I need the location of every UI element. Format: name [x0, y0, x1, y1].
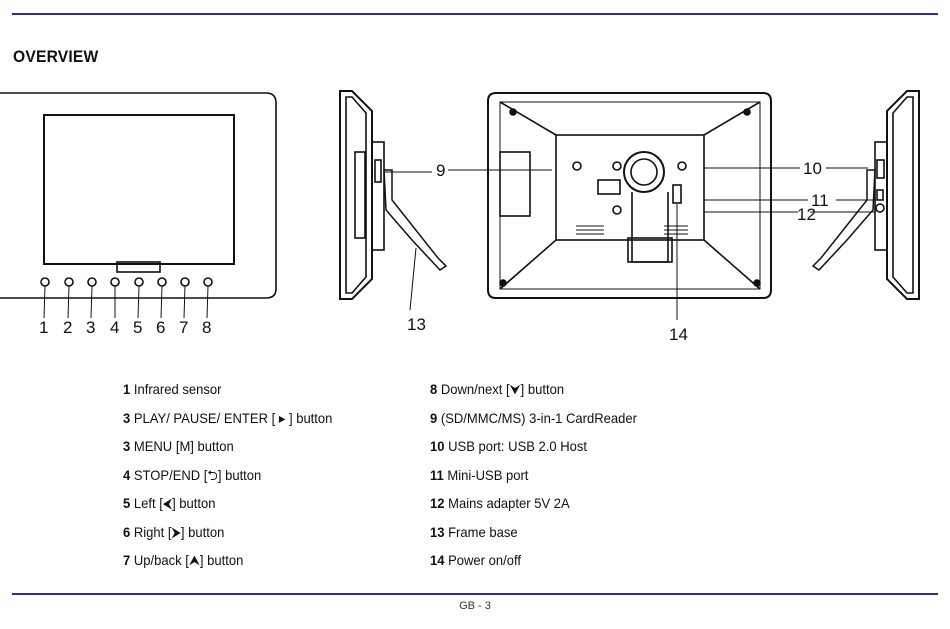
adapter-jack [875, 203, 885, 213]
page-number: GB - 3 [459, 600, 491, 612]
front-label-7: 7 [179, 318, 188, 337]
bottom-rule [12, 593, 938, 595]
front-label-6: 6 [156, 318, 165, 337]
front-label-8: 8 [202, 318, 211, 337]
front-label-1: 1 [39, 318, 48, 337]
front-label-3: 3 [86, 318, 95, 337]
infrared-sensor [116, 261, 161, 273]
left-side-view [339, 90, 448, 311]
callout-13: 13 [407, 315, 426, 334]
legend-item: 5 Left [⮜] button [123, 495, 216, 511]
mini-usb-port [876, 189, 884, 201]
front-buttons [40, 277, 213, 319]
page-title: OVERVIEW [13, 47, 99, 66]
legend-item: 3 PLAY/ PAUSE/ ENTER [ ▸ ] button [123, 409, 333, 426]
legend-item: 10 USB port: USB 2.0 Host [430, 438, 588, 454]
back-view [448, 92, 808, 320]
top-rule [12, 13, 938, 15]
legend-item: 11 Mini-USB port [430, 466, 529, 483]
legend-item: 7 Up/back [⮝] button [123, 552, 244, 568]
front-label-5: 5 [133, 318, 142, 337]
stand [383, 169, 448, 271]
legend-right: 8 Down/next [⮟] button 9 (SD/MMC/MS) 3-i… [430, 375, 653, 575]
legend-item: 8 Down/next [⮟] button [430, 381, 565, 397]
legend-item: 14 Power on/off [430, 552, 521, 568]
callout-11: 11 [811, 191, 829, 210]
screen [43, 114, 235, 265]
power-switch [672, 184, 682, 204]
legend-item: 3 MENU [M] button [123, 438, 234, 454]
legend-left: 1 Infrared sensor 3 PLAY/ PAUSE/ ENTER [… [123, 375, 348, 575]
legend-item: 12 Mains adapter 5V 2A [430, 495, 570, 511]
card-slot [374, 159, 382, 183]
callout-9: 9 [436, 161, 445, 180]
front-view-frame [0, 92, 277, 319]
front-label-2: 2 [63, 318, 72, 337]
front-button-labels: 1 2 3 4 5 6 7 8 [39, 318, 211, 337]
usb-port [876, 159, 885, 179]
legend-item: 6 Right [⮞] button [123, 523, 225, 540]
legend-item: 1 Infrared sensor [123, 381, 222, 397]
legend-item: 4 STOP/END [⮌] button [123, 466, 262, 483]
callout-12: 12 [797, 205, 816, 224]
legend-item: 13 Frame base [430, 523, 518, 540]
callout-10: 10 [803, 159, 822, 178]
front-label-4: 4 [110, 318, 119, 337]
legend-item: 9 (SD/MMC/MS) 3-in-1 CardReader [430, 409, 637, 426]
product-illustration: 1 2 3 4 5 6 7 8 9 10 11 12 13 14 [0, 90, 920, 344]
right-side-view [810, 90, 920, 300]
callout-14: 14 [669, 325, 688, 344]
